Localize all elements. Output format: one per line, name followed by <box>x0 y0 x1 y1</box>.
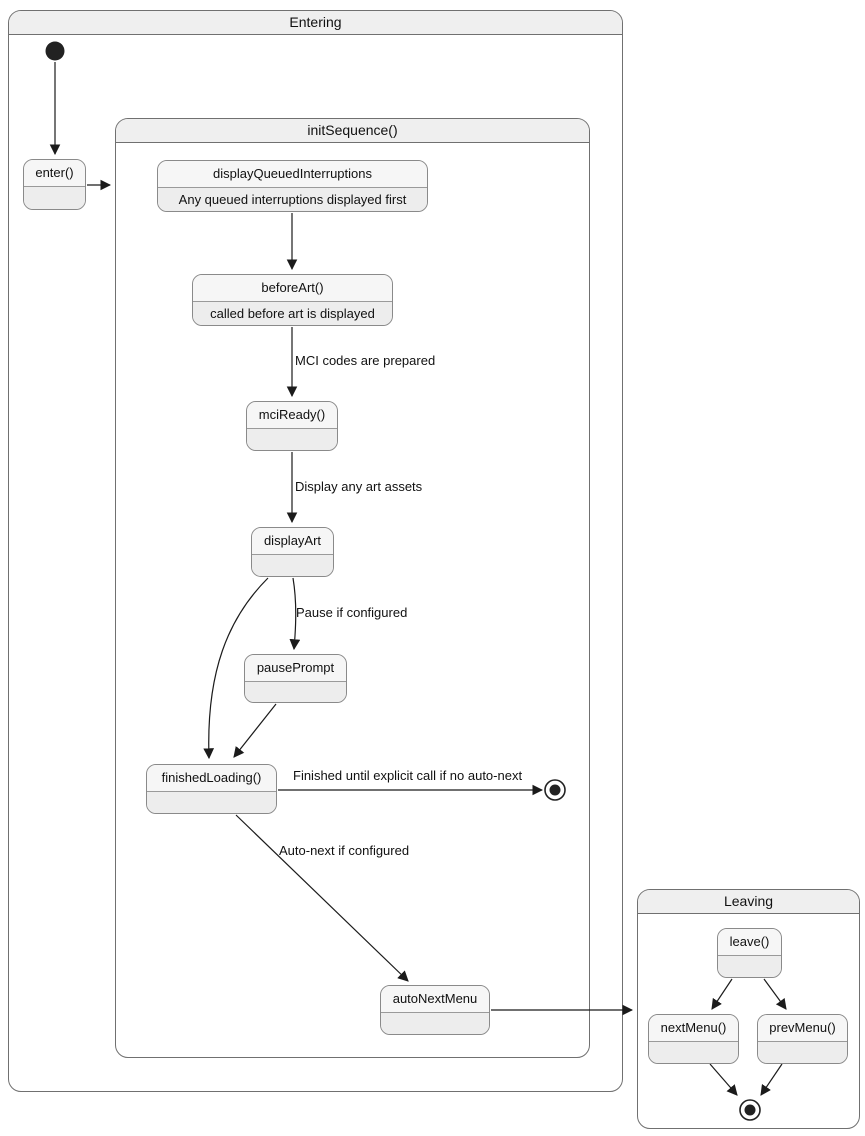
state-enter: enter() <box>23 159 86 210</box>
state-prev-menu-title: prevMenu() <box>758 1015 847 1042</box>
state-before-art-title: beforeArt() <box>193 275 392 302</box>
state-mci-ready-body <box>247 429 337 450</box>
composite-state-entering: Entering <box>8 10 623 1092</box>
state-mci-ready-title: mciReady() <box>247 402 337 429</box>
state-display-art-body <box>252 555 333 576</box>
state-display-art-title: displayArt <box>252 528 333 555</box>
state-finished-loading: finishedLoading() <box>146 764 277 814</box>
composite-state-leaving: Leaving <box>637 889 860 1129</box>
composite-state-init-sequence: initSequence() <box>115 118 590 1058</box>
state-enter-body <box>24 187 85 209</box>
state-leave-body <box>718 956 781 977</box>
state-display-queued-interruptions-description: Any queued interruptions displayed first <box>158 188 427 211</box>
state-next-menu: nextMenu() <box>648 1014 739 1064</box>
state-finished-loading-body <box>147 792 276 813</box>
composite-state-leaving-title: Leaving <box>638 890 859 914</box>
edge-label-display-art-assets: Display any art assets <box>295 479 423 494</box>
state-display-queued-interruptions: displayQueuedInterruptions Any queued in… <box>157 160 428 212</box>
edge-label-finished-until-explicit-call: Finished until explicit call if no auto-… <box>293 768 523 783</box>
edge-label-auto-next-if-configured: Auto-next if configured <box>279 843 410 858</box>
state-mci-ready: mciReady() <box>246 401 338 451</box>
state-next-menu-body <box>649 1042 738 1063</box>
edge-label-pause-if-configured: Pause if configured <box>296 605 408 620</box>
state-pause-prompt-title: pausePrompt <box>245 655 346 682</box>
state-display-art: displayArt <box>251 527 334 577</box>
state-auto-next-menu-title: autoNextMenu <box>381 986 489 1013</box>
state-pause-prompt-body <box>245 682 346 702</box>
edge-label-mci-codes-prepared: MCI codes are prepared <box>295 353 436 368</box>
state-auto-next-menu: autoNextMenu <box>380 985 490 1035</box>
state-prev-menu: prevMenu() <box>757 1014 848 1064</box>
state-display-queued-interruptions-title: displayQueuedInterruptions <box>158 161 427 188</box>
state-pause-prompt: pausePrompt <box>244 654 347 703</box>
state-enter-title: enter() <box>24 160 85 187</box>
state-before-art: beforeArt() called before art is display… <box>192 274 393 326</box>
state-leave: leave() <box>717 928 782 978</box>
state-finished-loading-title: finishedLoading() <box>147 765 276 792</box>
state-before-art-description: called before art is displayed <box>193 302 392 325</box>
composite-state-entering-title: Entering <box>9 11 622 35</box>
composite-state-init-sequence-title: initSequence() <box>116 119 589 143</box>
state-prev-menu-body <box>758 1042 847 1063</box>
state-auto-next-menu-body <box>381 1013 489 1034</box>
state-next-menu-title: nextMenu() <box>649 1015 738 1042</box>
state-leave-title: leave() <box>718 929 781 956</box>
